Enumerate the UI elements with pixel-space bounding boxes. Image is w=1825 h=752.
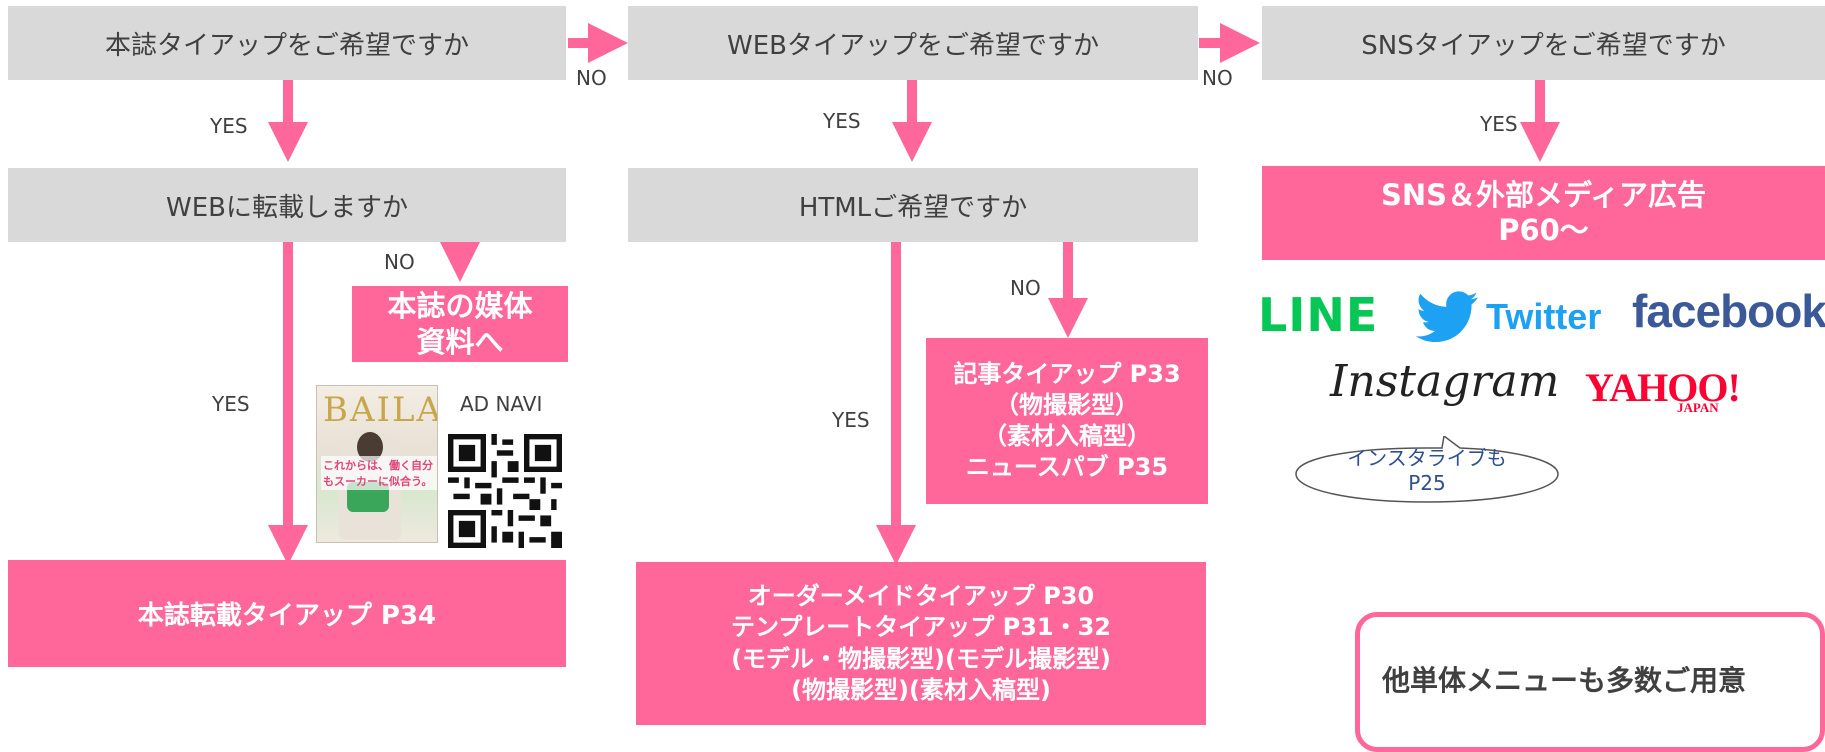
facebook-logo: facebook [1632, 285, 1825, 337]
label-yes: YES [832, 408, 870, 432]
line-1: インスタライブも [1347, 446, 1507, 470]
qr-code-icon[interactable] [448, 434, 562, 548]
ad-navi-label: AD NAVI [460, 392, 543, 416]
line-1: 本誌の媒体 [387, 288, 533, 323]
result-magazine-repost-tieup[interactable]: 本誌転載タイアップ P34 [8, 560, 566, 667]
note-text: 他単体メニューも多数ご用意 [1382, 664, 1747, 697]
bubble-text: インスタライブも P25 [1292, 446, 1562, 496]
label-yes: YES [210, 114, 248, 138]
speech-bubble [1295, 436, 1559, 503]
line-2: （物撮影型） [995, 390, 1139, 419]
label-yes: YES [823, 109, 861, 133]
line-logo: LINE [1258, 288, 1379, 342]
question-html: HTMLご希望ですか [628, 168, 1198, 242]
box-magazine-media-info[interactable]: 本誌の媒体 資料へ [352, 286, 568, 362]
label-no: NO [1010, 276, 1041, 300]
result-ordermade-template-tieup[interactable]: オーダーメイドタイアップ P30 テンプレートタイアップ P31・32 (モデル… [636, 562, 1206, 725]
line-2: P25 [1408, 471, 1446, 495]
question-sns-tieup: SNSタイアップをご希望ですか [1262, 6, 1825, 80]
yahoo-logo-sub: JAPAN [1677, 400, 1719, 415]
label-no: NO [384, 250, 415, 274]
label-no: NO [1202, 66, 1233, 90]
line-4: ニュースパブ P35 [965, 453, 1169, 482]
line-3: (モデル・物撮影型)(モデル撮影型) [731, 644, 1111, 673]
label-yes: YES [212, 392, 250, 416]
twitter-logo-text: Twitter [1486, 296, 1602, 337]
yahoo-logo-text: YAHOO! [1585, 365, 1741, 410]
yahoo-japan-logo: YAHOO! JAPAN [1585, 364, 1741, 415]
magazine-cover-image: BAILA これからは、働く自分もスーカーに似合う。 [316, 385, 438, 543]
label-no: NO [576, 66, 607, 90]
line-2: テンプレートタイアップ P31・32 [730, 613, 1112, 642]
question-web-tieup: WEBタイアップをご希望ですか [628, 6, 1198, 80]
result-sns-external-media-ads[interactable]: SNS＆外部メディア広告 P60〜 [1262, 166, 1825, 260]
box-article-tieup[interactable]: 記事タイアップ P33 （物撮影型） （素材入稿型） ニュースパブ P35 [926, 338, 1208, 504]
cover-tagline: これからは、働く自分もスーカーに似合う。 [321, 456, 437, 490]
twitter-bird-icon [1416, 291, 1478, 343]
line-1: 記事タイアップ P33 [953, 359, 1181, 388]
magazine-title: BAILA [323, 390, 438, 430]
question-web-repost: WEBに転載しますか [8, 168, 566, 242]
label-yes: YES [1480, 112, 1518, 136]
line-1: SNS＆外部メディア広告 [1380, 178, 1706, 213]
question-magazine-tieup: 本誌タイアップをご希望ですか [8, 6, 566, 80]
line-4: (物撮影型)(素材入稿型) [791, 675, 1051, 704]
instagram-logo: Instagram [1330, 356, 1560, 407]
line-1: オーダーメイドタイアップ P30 [747, 582, 1095, 611]
line-3: （素材入稿型） [983, 422, 1151, 450]
line-2: P60〜 [1498, 213, 1589, 247]
line-2: 資料へ [416, 325, 504, 359]
flow-arrows [268, 23, 1560, 565]
other-menu-note: 他単体メニューも多数ご用意 [1355, 612, 1825, 752]
